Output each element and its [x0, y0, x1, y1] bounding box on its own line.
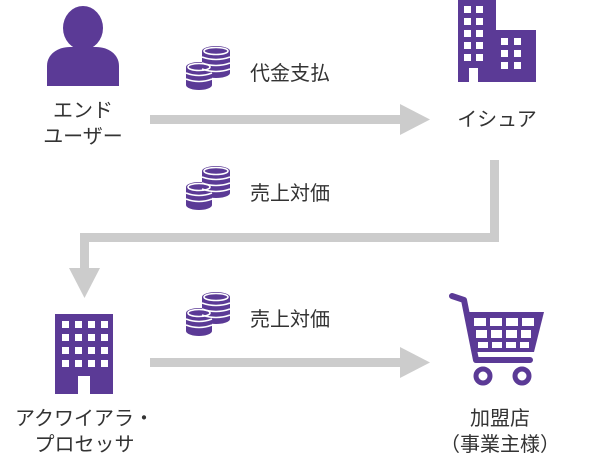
- arrow-acquirer-to-merchant: [150, 347, 430, 378]
- node-label-line: ユーザー: [43, 124, 123, 148]
- arrow-issuer-to-acquirer: [69, 160, 499, 298]
- flow-label-payment: 代金支払: [250, 61, 330, 85]
- coins-icon: [185, 46, 231, 90]
- node-label-line: イシュア: [457, 107, 537, 131]
- building-icon: [458, 0, 536, 82]
- node-label-issuer: イシュア: [437, 106, 557, 132]
- node-label-line: エンド: [53, 98, 113, 122]
- flow-label-sales-proceeds: 売上対価: [250, 307, 330, 331]
- office-building-icon: [55, 314, 113, 394]
- node-label-line: 加盟店: [470, 406, 530, 430]
- node-label-line: プロセッサ: [34, 432, 135, 456]
- coins-icon: [185, 166, 231, 210]
- flow-label-sales-proceeds: 売上対価: [250, 181, 330, 205]
- person-icon: [47, 6, 119, 86]
- coins-icon: [185, 292, 231, 336]
- shopping-cart-icon: [449, 293, 544, 386]
- arrow-payment: [150, 104, 430, 135]
- node-label-line: アクワイアラ・: [15, 406, 154, 430]
- node-label-acquirer: アクワイアラ・ プロセッサ: [2, 405, 167, 457]
- node-label-merchant: 加盟店 （事業主様）: [425, 405, 575, 457]
- node-label-end-user: エンド ユーザー: [18, 97, 148, 149]
- node-label-line: （事業主様）: [440, 432, 560, 456]
